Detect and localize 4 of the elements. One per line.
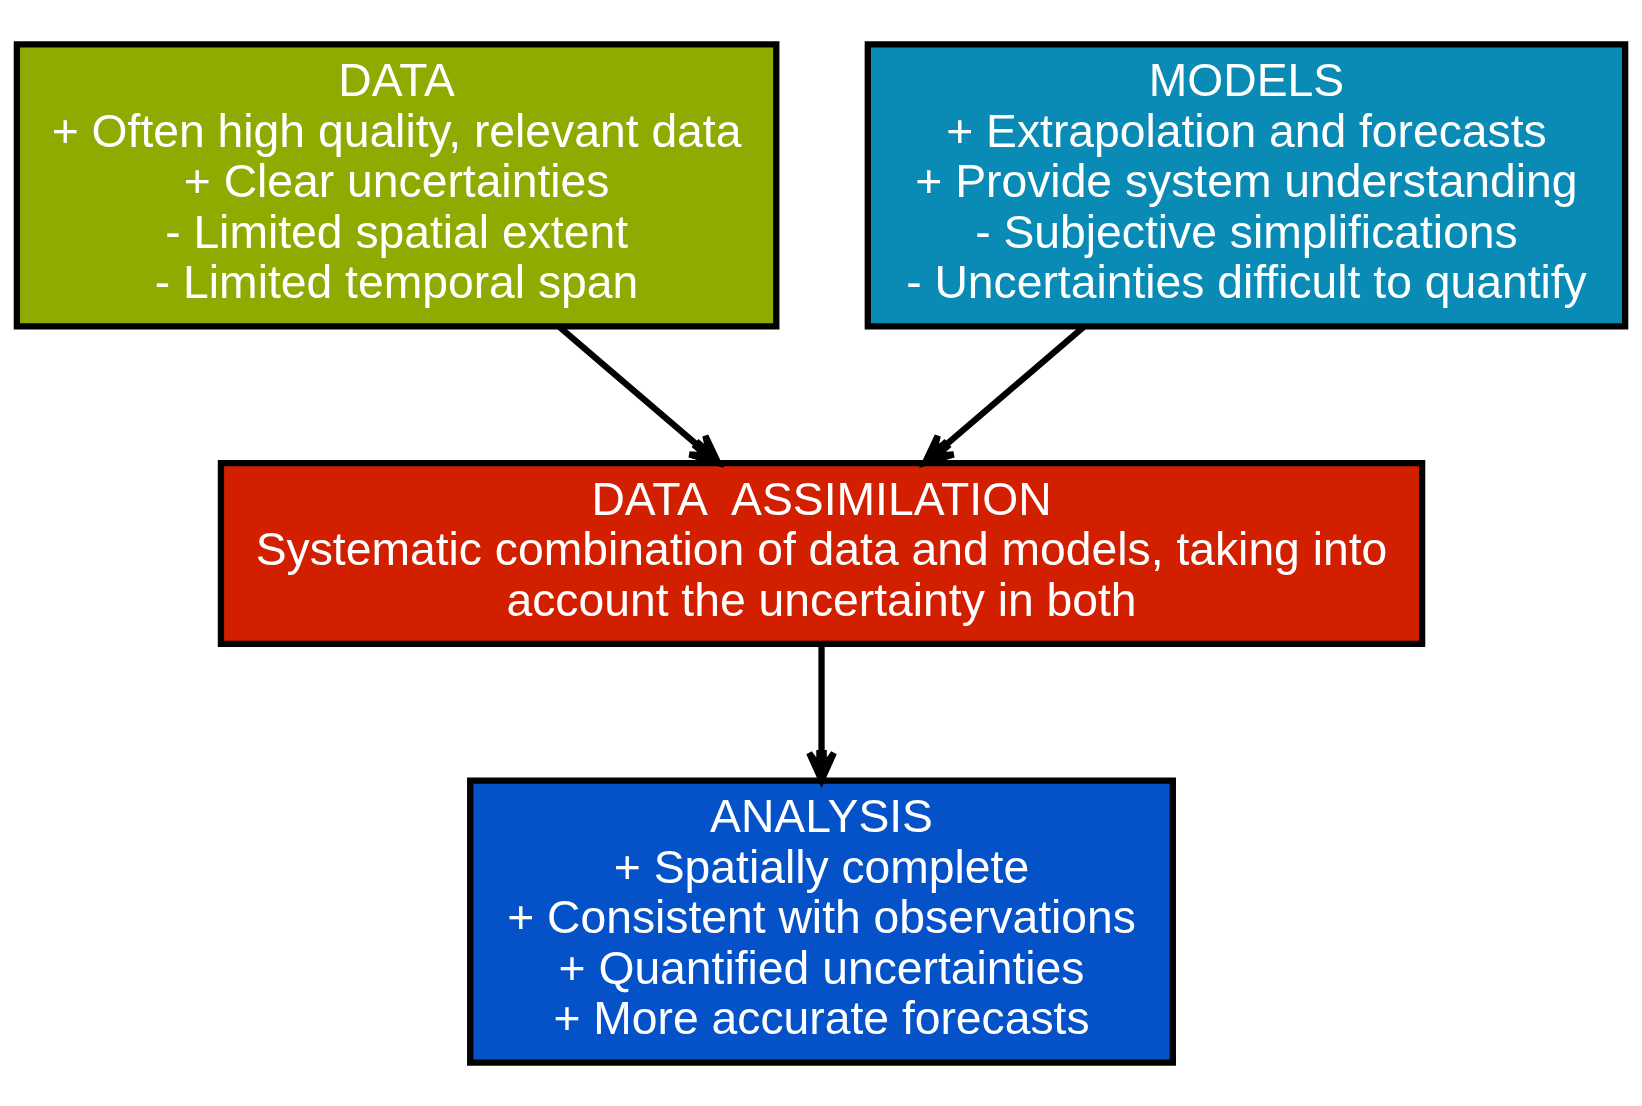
- node-box: ANALYSIS + Spatially complete + Consistent with observations + Quantified uncertainties + More accurate forecasts: [467, 777, 1176, 1066]
- node-box: MODELS + Extrapolation and forecasts + Provide system understanding - Subjective simplifications - Uncertainties difficult to quantify: [864, 40, 1629, 329]
- node-box: DATA ASSIMILATION Systematic combination of data and models, taking into account the uncertainty in both: [217, 459, 1426, 647]
- node-box: DATA + Often high quality, relevant data + Clear uncertainties - Limited spatial extent - Limited temporal span: [13, 40, 780, 329]
